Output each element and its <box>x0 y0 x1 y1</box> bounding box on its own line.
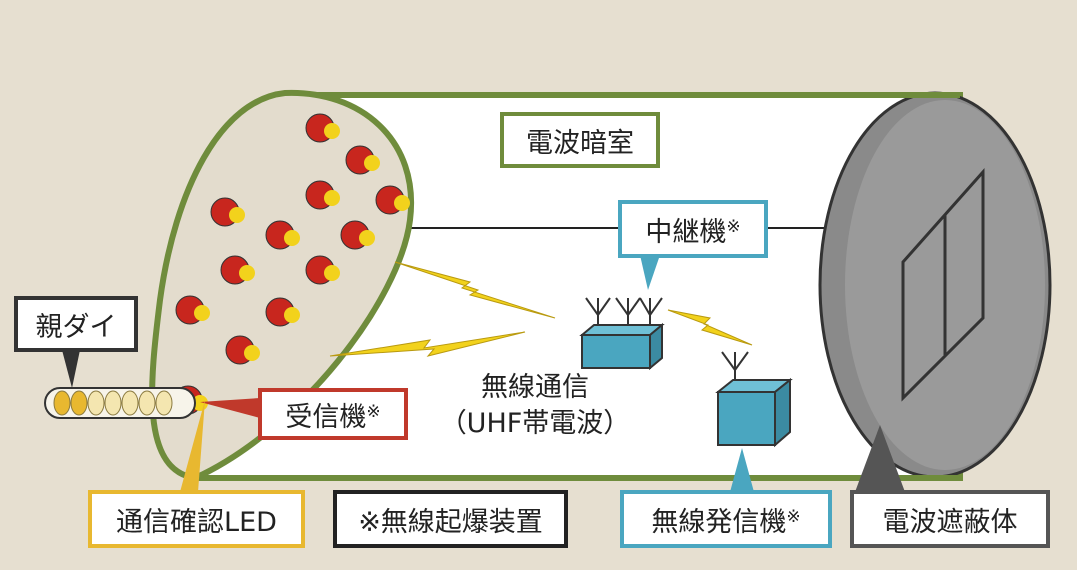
led-label: 通信確認LED <box>88 490 305 548</box>
detonator-led <box>324 265 340 281</box>
led-pointer <box>180 400 205 492</box>
detonator-led <box>364 155 380 171</box>
detonator-led <box>284 307 300 323</box>
charge-segment <box>87 390 105 416</box>
detonator-led <box>324 190 340 206</box>
transmitter-label: 無線発信機※ <box>620 490 832 548</box>
transmitter-device <box>715 351 793 448</box>
shield-door <box>901 168 985 402</box>
chamber-label: 電波暗室 <box>500 112 660 168</box>
transmitter-pointer <box>730 448 754 492</box>
shield-label: 電波遮蔽体 <box>850 490 1050 548</box>
relay-pointer <box>640 255 660 290</box>
shield-pointer <box>855 425 905 492</box>
charge-segment <box>121 390 139 416</box>
charge-segment <box>155 390 173 416</box>
detonator-led <box>324 123 340 139</box>
charge-segment <box>138 390 156 416</box>
detonator-led <box>244 345 260 361</box>
detonator-led <box>394 195 410 211</box>
charge-segment <box>53 390 71 416</box>
detonator-led <box>359 230 375 246</box>
radio-wave-icons <box>329 261 753 357</box>
charge-segment <box>104 390 122 416</box>
receiver-pointer <box>200 398 260 418</box>
detonator-led <box>194 305 210 321</box>
radio-comm-text: 無線通信 （UHF帯電波） <box>439 372 631 439</box>
detonator-led <box>239 265 255 281</box>
parent-pointer <box>62 350 80 388</box>
relay-device <box>579 297 665 371</box>
relay-label: 中継機※ <box>618 200 768 258</box>
detonator-led <box>284 230 300 246</box>
detonator-led <box>229 207 245 223</box>
charge-segment <box>70 390 88 416</box>
device-note-label: ※無線起爆装置 <box>333 490 568 548</box>
receiver-label: 受信機※ <box>258 388 408 440</box>
parent-charge-label: 親ダイ <box>14 296 138 352</box>
